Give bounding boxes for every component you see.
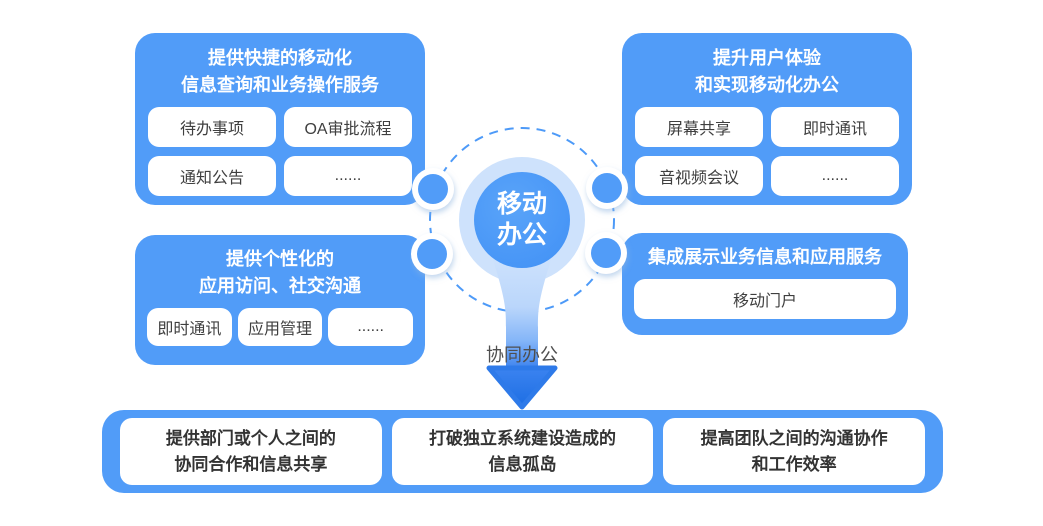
connector-dot xyxy=(418,174,448,204)
card-integrated-services: 集成展示业务信息和应用服务 移动门户 xyxy=(622,233,908,335)
pill-screen-share: 屏幕共享 xyxy=(635,107,763,147)
pill-ellipsis: ...... xyxy=(328,308,413,346)
pill-group: 即时通讯 应用管理 ...... xyxy=(135,300,425,346)
down-arrow-icon xyxy=(486,365,558,410)
card-quick-mobile-services: 提供快捷的移动化 信息查询和业务操作服务 待办事项 OA审批流程 通知公告 ..… xyxy=(135,33,425,205)
benefit-line: 打破独立系统建设造成的 xyxy=(429,428,616,448)
connector-dot xyxy=(417,239,447,269)
connector-dots xyxy=(411,167,628,275)
benefit-line: 提供部门或个人之间的 xyxy=(165,428,336,448)
card-title-line: 提升用户体验 xyxy=(713,48,821,68)
card-title-line: 提供个性化的 xyxy=(226,249,334,269)
pill-notices: 通知公告 xyxy=(148,156,276,196)
benefits-band: 提供部门或个人之间的 协同合作和信息共享 打破独立系统建设造成的 信息孤岛 提高… xyxy=(102,410,943,493)
card-title: 提供个性化的 应用访问、社交沟通 xyxy=(135,235,425,300)
pill-group: 待办事项 OA审批流程 通知公告 ...... xyxy=(135,99,425,196)
benefit-collaboration-sharing: 提供部门或个人之间的 协同合作和信息共享 xyxy=(120,418,382,485)
pill-todo-items: 待办事项 xyxy=(148,107,276,147)
pill-app-management: 应用管理 xyxy=(237,308,323,346)
benefit-break-info-silos: 打破独立系统建设造成的 信息孤岛 xyxy=(391,418,654,485)
connector-dot xyxy=(591,238,621,268)
card-title: 提升用户体验 和实现移动化办公 xyxy=(622,33,912,99)
benefit-team-efficiency: 提高团队之间的沟通协作 和工作效率 xyxy=(663,418,926,485)
card-title: 集成展示业务信息和应用服务 xyxy=(622,233,908,271)
core-circle xyxy=(474,172,570,268)
pill-oa-approval-flow: OA审批流程 xyxy=(284,107,412,147)
card-title-line: 和实现移动化办公 xyxy=(695,75,839,95)
benefit-line: 协同合作和信息共享 xyxy=(174,454,328,474)
center-hub-graphic xyxy=(411,127,628,410)
pill-ellipsis: ...... xyxy=(284,156,412,196)
benefit-line: 信息孤岛 xyxy=(488,454,557,474)
center-hub-label: 移动 办公 xyxy=(496,190,547,249)
pill-group: 移动门户 xyxy=(622,271,908,319)
card-personalized-access: 提供个性化的 应用访问、社交沟通 即时通讯 应用管理 ...... xyxy=(135,235,425,365)
connector-dot xyxy=(592,173,622,203)
flow-beam xyxy=(492,257,552,368)
card-user-experience: 提升用户体验 和实现移动化办公 屏幕共享 即时通讯 音视频会议 ...... xyxy=(622,33,912,205)
collaboration-arrow-label: 协同办公 xyxy=(486,345,558,365)
card-title-line: 提供快捷的移动化 xyxy=(208,48,352,68)
pill-av-conference: 音视频会议 xyxy=(635,156,763,196)
pill-group: 屏幕共享 即时通讯 音视频会议 ...... xyxy=(622,99,912,196)
pill-instant-messaging: 即时通讯 xyxy=(147,308,232,346)
card-title: 提供快捷的移动化 信息查询和业务操作服务 xyxy=(135,33,425,99)
pill-instant-messaging: 即时通讯 xyxy=(771,107,899,147)
benefit-line: 提高团队之间的沟通协作 xyxy=(700,428,888,448)
card-title-line: 信息查询和业务操作服务 xyxy=(181,75,379,95)
pill-mobile-portal: 移动门户 xyxy=(634,279,896,319)
card-title-line: 应用访问、社交沟通 xyxy=(199,276,361,296)
card-title-line: 集成展示业务信息和应用服务 xyxy=(648,247,882,267)
benefit-line: 和工作效率 xyxy=(751,454,837,474)
pill-ellipsis: ...... xyxy=(771,156,899,196)
